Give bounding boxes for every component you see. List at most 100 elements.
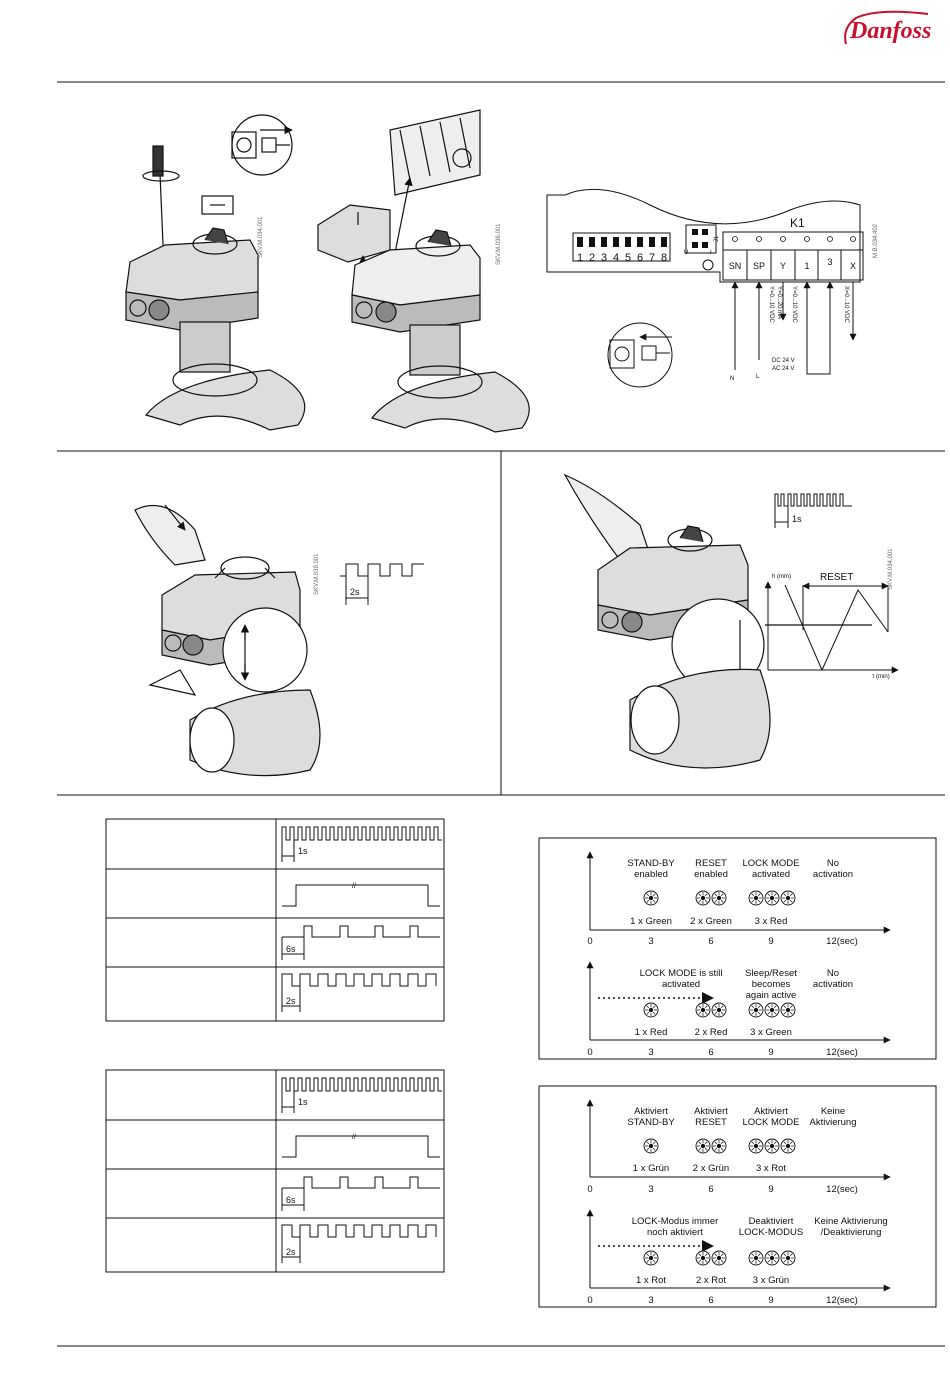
relay-label: K1 xyxy=(790,216,805,230)
led-indicators-top-en xyxy=(643,890,796,906)
svg-text:0: 0 xyxy=(587,1184,592,1195)
de-count-b1: 1 x Rot xyxy=(636,1275,666,1286)
de-count-2: 2 x Grün xyxy=(693,1163,729,1174)
svg-text:3: 3 xyxy=(827,257,832,267)
jumper-i: I xyxy=(710,250,712,256)
svg-text:6: 6 xyxy=(637,252,643,264)
en-count-3: 3 x Red xyxy=(755,916,788,927)
fig4-pulse-train xyxy=(774,493,852,528)
reset-graph-x-axis: τ (min) xyxy=(872,674,890,680)
de-count-3: 3 x Rot xyxy=(756,1163,786,1174)
fig3-pulse-label: 2s xyxy=(350,587,360,597)
signal-table-2: // 1s 6s 2s xyxy=(105,1069,445,1273)
en-count-2: 2 x Green xyxy=(690,916,732,927)
fig3-pulse-train xyxy=(340,563,424,605)
fig4-pulse-label: 1s xyxy=(792,514,802,524)
jumper-label: J1 xyxy=(714,235,720,242)
reset-label: RESET xyxy=(820,572,853,583)
svg-text:DC 24 V: DC 24 V xyxy=(772,358,795,364)
svg-text:SN: SN xyxy=(729,261,742,271)
en-count-b3: 3 x Green xyxy=(750,1027,792,1038)
wiring-side-labels: Y=0...10 VDC Y=0...20 mA Y=0...10 VDC X=… xyxy=(730,286,849,382)
svg-text:12(sec): 12(sec) xyxy=(826,1295,858,1306)
svg-text:6: 6 xyxy=(708,1295,713,1306)
svg-text:7: 7 xyxy=(649,252,655,264)
svg-text:12(sec): 12(sec) xyxy=(826,1184,858,1195)
de-state-keine-2: Keine Aktivierung/Deaktivierung xyxy=(814,1216,887,1238)
dip-switches xyxy=(577,229,708,248)
svg-text:L: L xyxy=(756,374,760,380)
svg-text:0: 0 xyxy=(587,1295,592,1306)
page-dividers xyxy=(57,81,945,1347)
reset-graph xyxy=(764,581,899,674)
svg-text:8: 8 xyxy=(661,252,667,264)
fig3-code: SKV.M.039.001 xyxy=(314,553,320,595)
reset-illustration xyxy=(563,473,872,769)
svg-text:0: 0 xyxy=(587,936,592,947)
fig2-code: SKV.M.036.001 xyxy=(496,223,502,265)
svg-text://: // xyxy=(352,1134,356,1141)
de-count-1: 1 x Grün xyxy=(633,1163,669,1174)
svg-text:SP: SP xyxy=(753,261,765,271)
wiring-diagram xyxy=(546,188,864,388)
svg-text:2: 2 xyxy=(589,252,595,264)
svg-text:N: N xyxy=(730,376,734,382)
fig4-code: SKV.M.034.001 xyxy=(888,548,894,590)
table2-row3-label: 6s xyxy=(286,1195,296,1205)
svg-text:12(sec): 12(sec) xyxy=(826,1047,858,1058)
svg-text:X=0...10 VDC: X=0...10 VDC xyxy=(843,286,849,324)
svg-text:9: 9 xyxy=(768,1184,773,1195)
svg-text://: // xyxy=(352,883,356,890)
svg-text:9: 9 xyxy=(768,936,773,947)
fig1-code: SKV.M.034.001 xyxy=(258,216,264,258)
led-indicators-bottom-de xyxy=(643,1250,796,1266)
svg-text:12(sec): 12(sec) xyxy=(826,936,858,947)
logo-wordmark: Danfoss xyxy=(849,18,931,44)
logo-svg: Danfoss xyxy=(844,10,931,45)
svg-text:Y: Y xyxy=(780,261,786,271)
signal-table-1: // 1s 6s 2s xyxy=(105,818,445,1022)
svg-text:X: X xyxy=(850,261,856,271)
table1-row4-label: 2s xyxy=(286,996,296,1006)
table1-row3-label: 6s xyxy=(286,944,296,954)
svg-text:6: 6 xyxy=(708,936,713,947)
svg-text:9: 9 xyxy=(768,1047,773,1058)
jumper-u: U xyxy=(684,250,688,256)
de-count-b3: 3 x Grün xyxy=(753,1275,789,1286)
plug-out-icon xyxy=(607,322,673,388)
table2-row4-label: 2s xyxy=(286,1247,296,1257)
svg-text:3: 3 xyxy=(648,936,653,947)
actuator-cover-removed-illustration xyxy=(317,109,530,433)
wiring-code: M.B.034.402 xyxy=(873,223,879,258)
actuator-screwdriver-illustration xyxy=(125,114,306,431)
en-count-b1: 1 x Red xyxy=(635,1027,668,1038)
svg-text:1: 1 xyxy=(804,261,809,271)
de-count-b2: 2 x Rot xyxy=(696,1275,726,1286)
reset-graph-y-axis: h (mm) xyxy=(772,574,791,580)
manual-override-illustration xyxy=(134,504,321,777)
danfoss-logo: Danfoss xyxy=(838,8,938,48)
svg-text:9: 9 xyxy=(768,1295,773,1306)
svg-text:3: 3 xyxy=(648,1184,653,1195)
svg-text:Y=0...10 VDC: Y=0...10 VDC xyxy=(768,286,774,324)
en-count-b2: 2 x Red xyxy=(695,1027,728,1038)
svg-text:Y=0...10 VDC: Y=0...10 VDC xyxy=(791,286,797,324)
svg-text:6: 6 xyxy=(708,1184,713,1195)
table1-row1-label: 1s xyxy=(298,846,308,856)
terminal-screws xyxy=(732,236,856,242)
svg-text:5: 5 xyxy=(625,252,631,264)
svg-text:Y=0...20 mA: Y=0...20 mA xyxy=(776,286,782,319)
